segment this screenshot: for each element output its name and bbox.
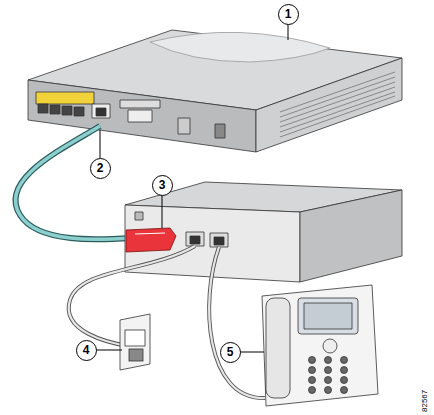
callout-circle: 3 <box>152 175 173 196</box>
callout-circle: 4 <box>76 340 97 361</box>
ip-phone <box>266 298 290 398</box>
leader-line <box>162 195 163 228</box>
router <box>128 110 152 122</box>
ip-phone <box>309 377 316 384</box>
ip-phone <box>309 387 316 394</box>
router <box>280 87 395 127</box>
router <box>215 124 225 138</box>
router <box>92 104 110 118</box>
callout-number: 2 <box>97 162 104 174</box>
ip-phone <box>341 387 348 394</box>
router <box>50 105 60 114</box>
leader-line <box>96 350 122 351</box>
callout-circle: 5 <box>220 342 241 363</box>
router <box>28 80 256 152</box>
adapter-box <box>135 212 143 220</box>
leader-line <box>96 24 288 352</box>
figure-number: 82567 <box>420 390 429 412</box>
phone-cord <box>69 246 195 346</box>
adapter-box <box>135 233 165 234</box>
wall-jack <box>125 330 145 346</box>
callout-number: 1 <box>285 8 292 20</box>
ip-phone <box>325 357 332 364</box>
router <box>74 107 84 116</box>
ip-phone <box>309 357 348 394</box>
phone-cord <box>69 246 195 346</box>
router <box>36 92 94 104</box>
cable <box>15 126 132 239</box>
adapter-box <box>300 190 402 282</box>
phone-cord <box>209 247 265 398</box>
router <box>120 100 160 108</box>
ip-phone <box>262 285 378 406</box>
wall-jack <box>120 314 150 370</box>
adapter-box <box>126 228 176 252</box>
router <box>38 104 48 113</box>
ip-phone <box>341 357 348 364</box>
router <box>280 77 395 117</box>
adapter-box <box>190 236 200 244</box>
ip-phone <box>325 377 332 384</box>
callout-number: 5 <box>227 346 234 358</box>
router <box>280 72 395 137</box>
phone-cord <box>209 247 265 398</box>
ip-phone <box>325 367 332 374</box>
adapter-box <box>186 232 204 246</box>
leader-line <box>100 130 101 158</box>
adapter-box <box>214 237 224 245</box>
ip-phone <box>298 298 358 334</box>
router <box>96 108 106 116</box>
router <box>62 106 72 115</box>
ip-phone <box>262 285 378 406</box>
wall-jack <box>129 349 143 361</box>
ip-phone <box>341 377 348 384</box>
ip-phone <box>323 339 337 353</box>
ip-phone <box>325 387 332 394</box>
phone-cord <box>69 246 265 398</box>
callout-number: 4 <box>83 344 90 356</box>
ip-phone <box>341 367 348 374</box>
router <box>280 92 395 132</box>
router <box>150 32 330 62</box>
router <box>280 72 395 112</box>
adapter-box <box>125 182 402 282</box>
wall-jack <box>120 314 150 370</box>
router <box>280 96 395 137</box>
leader-line <box>240 352 264 353</box>
cable <box>15 126 132 239</box>
router <box>256 58 402 152</box>
ip-phone <box>309 357 316 364</box>
ip-phone <box>304 303 352 329</box>
callout-circle: 2 <box>90 158 111 179</box>
ip-phone <box>309 367 316 374</box>
callout-number: 3 <box>159 179 166 191</box>
callout-circle: 1 <box>278 4 299 25</box>
leader-line <box>288 24 289 40</box>
cable <box>15 126 132 239</box>
adapter-box <box>210 233 228 247</box>
router <box>178 118 190 134</box>
